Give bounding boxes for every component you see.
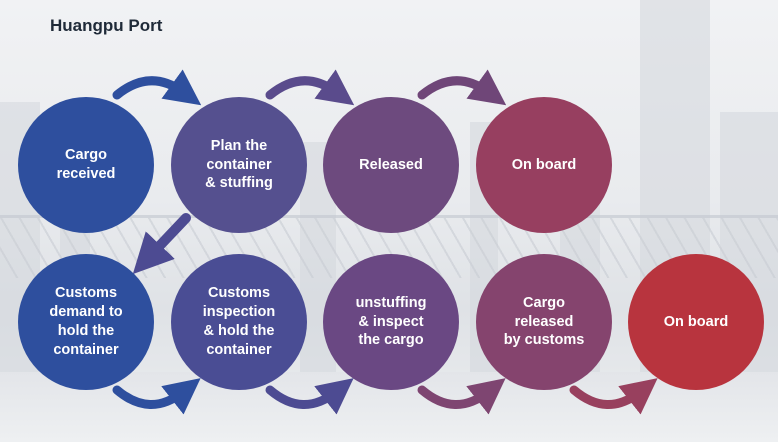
arrow-top-1 xyxy=(112,69,202,106)
arrow-top-2 xyxy=(265,69,355,106)
step-label: On board xyxy=(511,156,577,173)
arrow-bottom-2 xyxy=(265,378,354,415)
arrow-diagonal xyxy=(132,213,191,275)
step-on-board-top: On board xyxy=(476,97,612,233)
arrow-bottom-1 xyxy=(112,378,201,415)
page-title: Huangpu Port xyxy=(50,16,163,35)
arrow-top-3 xyxy=(417,69,507,106)
step-released: Released xyxy=(323,97,459,233)
step-on-board-bottom: On board xyxy=(628,254,764,390)
arrow-bottom-4 xyxy=(569,378,658,415)
step-label: Released xyxy=(359,156,423,173)
step-label: On board xyxy=(663,313,729,330)
arrow-bottom-3 xyxy=(417,378,506,415)
